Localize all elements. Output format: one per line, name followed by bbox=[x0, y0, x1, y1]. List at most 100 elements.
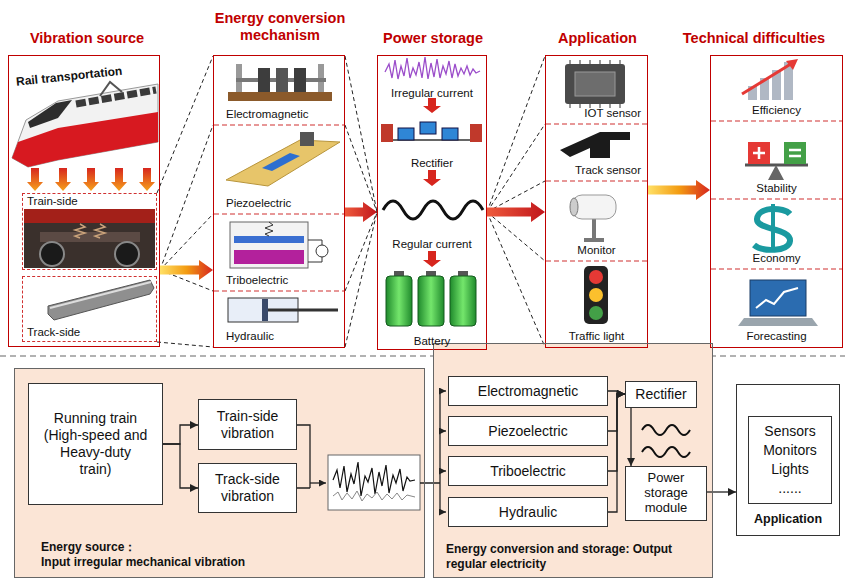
label-holder: Battery bbox=[379, 331, 485, 349]
box-label: Sensors Monitors Lights ...... bbox=[761, 422, 819, 498]
process-box: Hydraulic bbox=[448, 497, 608, 527]
traffic-light-picture bbox=[589, 270, 603, 284]
zoom-line bbox=[345, 56, 377, 347]
section-label: Train-side bbox=[27, 195, 78, 209]
stability-picture bbox=[789, 150, 801, 156]
section-band: Efficiency bbox=[711, 56, 842, 121]
train-picture bbox=[28, 100, 72, 128]
wire bbox=[420, 391, 440, 512]
dollar-picture bbox=[754, 204, 790, 251]
battery-picture bbox=[418, 276, 444, 326]
band-separator bbox=[711, 120, 842, 121]
vibration-arrow bbox=[27, 168, 155, 191]
chip-picture bbox=[575, 72, 615, 96]
panel-fill bbox=[433, 343, 713, 578]
image-caption: Irregular current bbox=[391, 87, 473, 99]
train-picture bbox=[12, 82, 158, 167]
piezoelectric-picture bbox=[262, 153, 300, 171]
section-label: Track-side bbox=[27, 326, 80, 340]
process-box: Running train (High-speed and Heavy-duty… bbox=[28, 383, 163, 505]
label-holder: Rectifier bbox=[379, 153, 485, 171]
box-label: Electromagnetic bbox=[478, 383, 578, 400]
group-panel: Energy source：Input irregular mechanical… bbox=[14, 368, 425, 578]
flow-arrow bbox=[423, 98, 441, 113]
box-label: Hydraulic bbox=[499, 504, 557, 521]
wire bbox=[440, 470, 446, 471]
triboelectric-picture bbox=[265, 222, 273, 236]
connector bbox=[345, 202, 377, 222]
rectifier-picture bbox=[381, 124, 393, 142]
section-label: Track sensor bbox=[575, 164, 641, 178]
vibration-arrow bbox=[111, 168, 127, 191]
vibration-arrow bbox=[139, 168, 155, 191]
wire bbox=[287, 391, 446, 512]
box-label: Piezoelectric bbox=[488, 423, 567, 440]
traffic-light-picture bbox=[589, 306, 603, 320]
rectifier-picture bbox=[398, 128, 414, 140]
panel-label: Application bbox=[754, 512, 822, 527]
camera-picture bbox=[572, 195, 616, 219]
column-heading: Technical difficulties bbox=[665, 30, 843, 47]
battery-picture bbox=[386, 276, 412, 326]
label-holder: Regular current bbox=[379, 234, 485, 252]
dc-wave-symbol bbox=[642, 425, 690, 457]
panel: Vibration sourceTrain-sideTrack-side bbox=[8, 55, 160, 347]
panel-label: Input irregular mechanical vibration bbox=[41, 555, 245, 569]
hydraulic-picture bbox=[262, 299, 268, 321]
electromagnetic-picture bbox=[294, 68, 306, 92]
section-band: Electromagnetic bbox=[214, 56, 344, 125]
wire bbox=[440, 511, 446, 512]
connector bbox=[163, 425, 198, 444]
process-box: Piezoelectric bbox=[448, 416, 608, 446]
process-box: Power storage module bbox=[625, 466, 707, 521]
label-holder: Irregular current bbox=[379, 83, 485, 101]
process-box: Rectifier bbox=[625, 381, 697, 408]
column-heading: Power storage bbox=[363, 30, 503, 47]
chip-picture bbox=[565, 60, 625, 108]
panel: Power storage bbox=[377, 55, 487, 350]
waveform-picture bbox=[328, 455, 420, 510]
section-label: Traffic light bbox=[569, 330, 625, 344]
section-separator bbox=[0, 355, 845, 356]
panel: Energy conversion mechanismElectromagnet… bbox=[213, 55, 345, 348]
band-separator bbox=[546, 123, 647, 124]
irregular-current-wave bbox=[385, 57, 480, 79]
section-band: Stability bbox=[711, 121, 842, 199]
stability-picture bbox=[753, 147, 765, 159]
waveform-picture bbox=[328, 455, 420, 510]
triboelectric-picture bbox=[230, 222, 308, 268]
section-label: Stability bbox=[756, 182, 796, 196]
hydraulic-picture bbox=[268, 309, 338, 312]
battery-picture bbox=[426, 271, 436, 276]
electromagnetic-picture bbox=[228, 92, 332, 101]
regular-current-wave bbox=[383, 201, 483, 219]
electromagnetic-picture bbox=[258, 68, 270, 92]
image-caption: Regular current bbox=[392, 238, 471, 250]
dc-wave-symbol bbox=[642, 425, 690, 435]
connector bbox=[608, 394, 625, 512]
train-picture bbox=[76, 90, 156, 104]
column-heading: Vibration source bbox=[3, 30, 171, 47]
section-label: Triboelectric bbox=[226, 274, 288, 288]
connector bbox=[160, 260, 213, 280]
battery-picture bbox=[450, 276, 476, 326]
panel-fill bbox=[14, 343, 713, 578]
battery-picture bbox=[394, 271, 404, 276]
camera-picture bbox=[570, 195, 616, 240]
camera-picture bbox=[570, 198, 578, 216]
triboelectric-picture bbox=[234, 250, 304, 264]
process-box: Train-side vibration bbox=[198, 399, 297, 450]
bogie-picture bbox=[75, 224, 105, 238]
bogie-picture bbox=[40, 232, 140, 242]
section-band: Track sensor bbox=[546, 124, 647, 181]
chip-picture bbox=[565, 64, 625, 104]
dollar-picture bbox=[771, 204, 775, 251]
electromagnetic-picture bbox=[276, 68, 288, 92]
traffic-light-picture bbox=[584, 266, 608, 324]
box-label: Train-side vibration bbox=[199, 408, 296, 442]
piezoelectric-picture bbox=[226, 140, 340, 186]
connector bbox=[630, 408, 631, 466]
box-label: Track-side vibration bbox=[199, 471, 296, 505]
panel-label: Energy source： bbox=[41, 540, 136, 554]
section-label: Monitor bbox=[577, 244, 615, 258]
